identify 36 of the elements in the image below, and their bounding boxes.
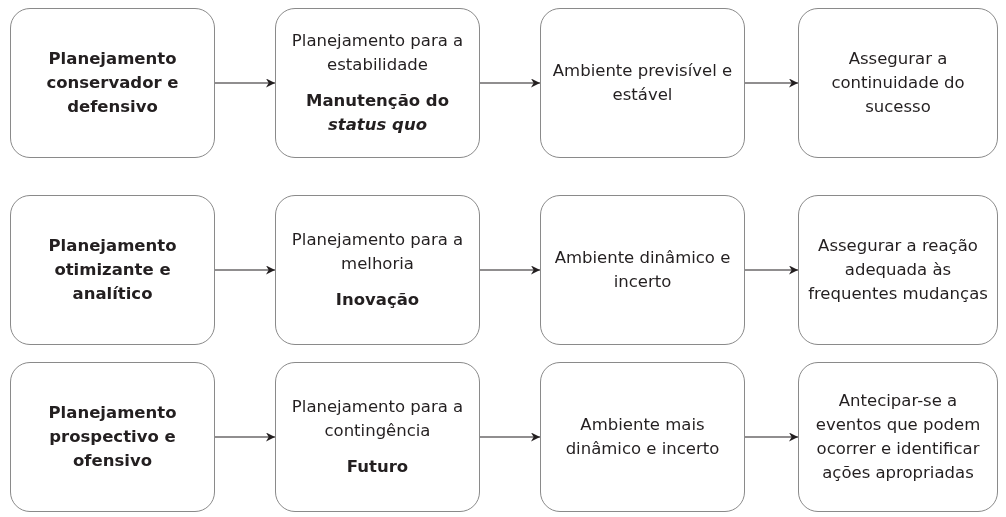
- process-box: [10, 362, 215, 512]
- box-text: Assegurar a continuidade do sucesso: [830, 48, 966, 118]
- arrow: [744, 432, 799, 442]
- process-box: [275, 362, 480, 512]
- arrow: [744, 265, 799, 275]
- process-box: [540, 362, 745, 512]
- process-box: [540, 195, 745, 345]
- box-text: Antecipar-se a eventos que podem ocorrer e identificar ações apropriadas: [814, 390, 982, 484]
- arrow: [744, 78, 799, 88]
- box-text: Planejamento prospectivo e ofensivo: [47, 402, 178, 472]
- box-text: Planejamento otimizante e analítico: [47, 235, 178, 305]
- process-box: [798, 8, 998, 158]
- process-box: [798, 362, 998, 512]
- process-box: [275, 8, 480, 158]
- process-box: [10, 8, 215, 158]
- arrow: [479, 78, 541, 88]
- box-text: Assegurar a reação adequada às frequentes mudanças: [807, 235, 989, 305]
- box-text: Ambiente previsível e estável: [551, 60, 734, 106]
- box-text: Planejamento para a contingência: [290, 396, 465, 443]
- process-box: [275, 195, 480, 345]
- box-text: Planejamento para a melhoria: [290, 229, 465, 276]
- box-text: Futuro: [346, 455, 409, 478]
- process-box: [10, 195, 215, 345]
- box-text: Planejamento conservador e defensivo: [45, 48, 180, 118]
- box-text: Ambiente dinâmico e incerto: [553, 247, 732, 293]
- arrow: [214, 78, 276, 88]
- arrow: [214, 265, 276, 275]
- box-text: Inovação: [335, 288, 420, 311]
- arrow: [479, 432, 541, 442]
- box-text: Manutenção do status quo: [305, 90, 450, 136]
- arrow: [214, 432, 276, 442]
- process-box: [540, 8, 745, 158]
- process-box: [798, 195, 998, 345]
- box-text: Ambiente mais dinâmico e incerto: [564, 414, 721, 460]
- box-text: Planejamento para a estabilidade: [290, 30, 465, 77]
- arrow: [479, 265, 541, 275]
